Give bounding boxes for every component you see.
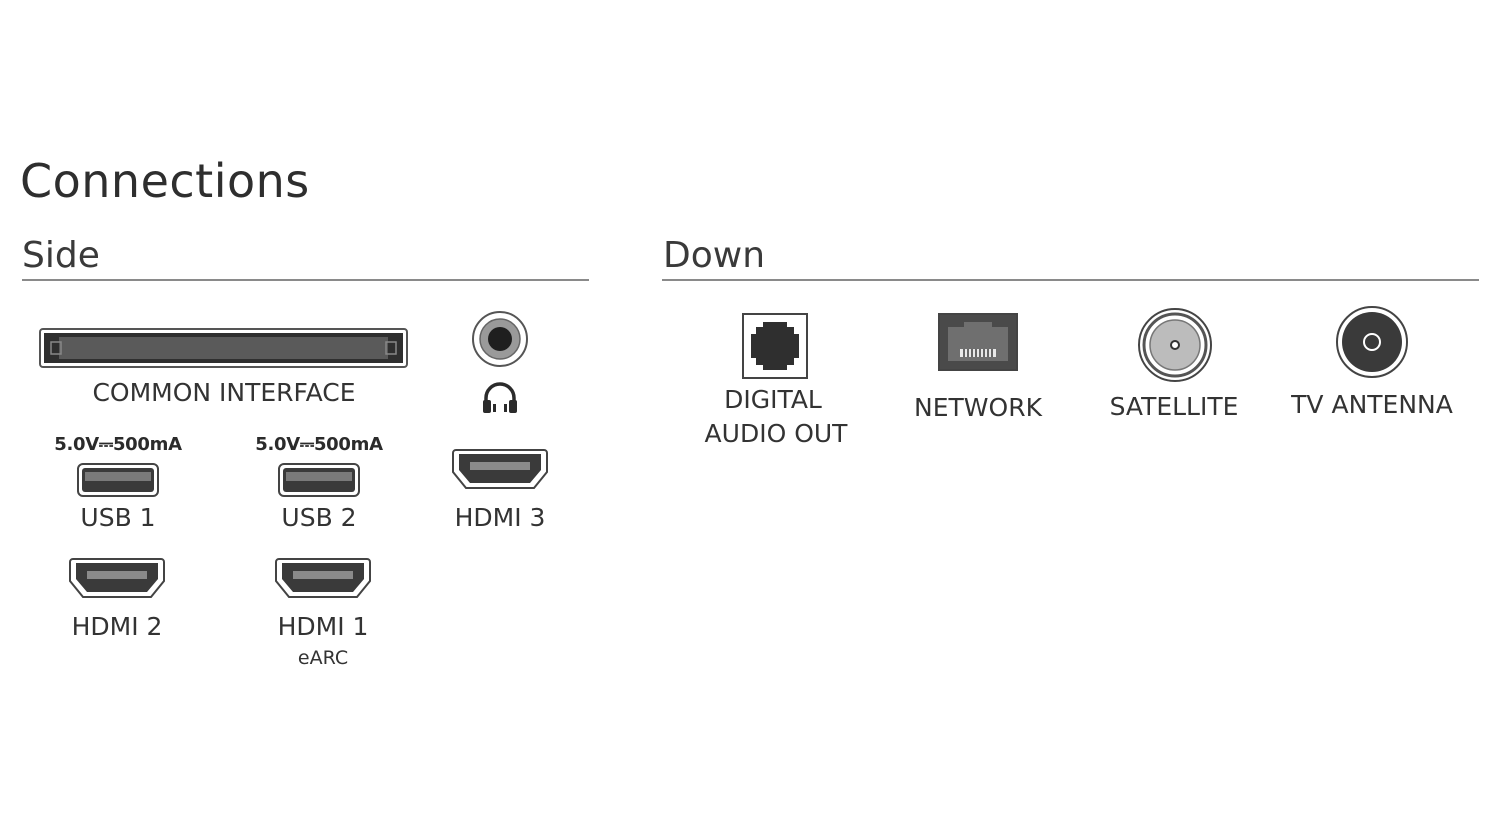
optical-port-icon <box>742 313 808 379</box>
digital-audio-out-label-line1: DIGITAL <box>724 385 822 414</box>
down-divider <box>662 279 1479 281</box>
ethernet-port-icon <box>938 313 1018 371</box>
hdmi2-label: HDMI 2 <box>71 612 163 641</box>
side-divider <box>22 279 589 281</box>
common-interface-slot-icon <box>39 328 408 368</box>
satellite-label: SATELLITE <box>1109 392 1239 421</box>
tv-antenna-label: TV ANTENNA <box>1291 390 1453 419</box>
digital-audio-out-label-line2: AUDIO OUT <box>704 419 848 448</box>
usb1-power-rating: 5.0V⎓500mA <box>54 434 182 455</box>
usb2-power-rating: 5.0V⎓500mA <box>255 434 383 455</box>
section-heading-down: Down <box>663 235 766 276</box>
hdmi1-earc-sublabel: eARC <box>297 647 349 669</box>
hdmi3-label: HDMI 3 <box>454 503 546 532</box>
antenna-connector-icon <box>1335 305 1409 379</box>
hdmi1-label: HDMI 1 <box>277 612 369 641</box>
usb2-label: USB 2 <box>281 503 357 532</box>
usb1-label: USB 1 <box>80 503 156 532</box>
hdmi-port-icon <box>275 557 371 599</box>
common-interface-label: COMMON INTERFACE <box>92 378 356 407</box>
section-heading-side: Side <box>22 235 100 276</box>
satellite-connector-icon <box>1137 307 1213 383</box>
network-label: NETWORK <box>914 393 1042 422</box>
headphones-icon <box>481 380 519 416</box>
usb-port-icon <box>77 463 159 497</box>
page-title: Connections <box>20 154 310 208</box>
audio-jack-icon <box>471 310 529 368</box>
usb-port-icon <box>278 463 360 497</box>
hdmi-port-icon <box>69 557 165 599</box>
hdmi-port-icon <box>452 448 548 490</box>
